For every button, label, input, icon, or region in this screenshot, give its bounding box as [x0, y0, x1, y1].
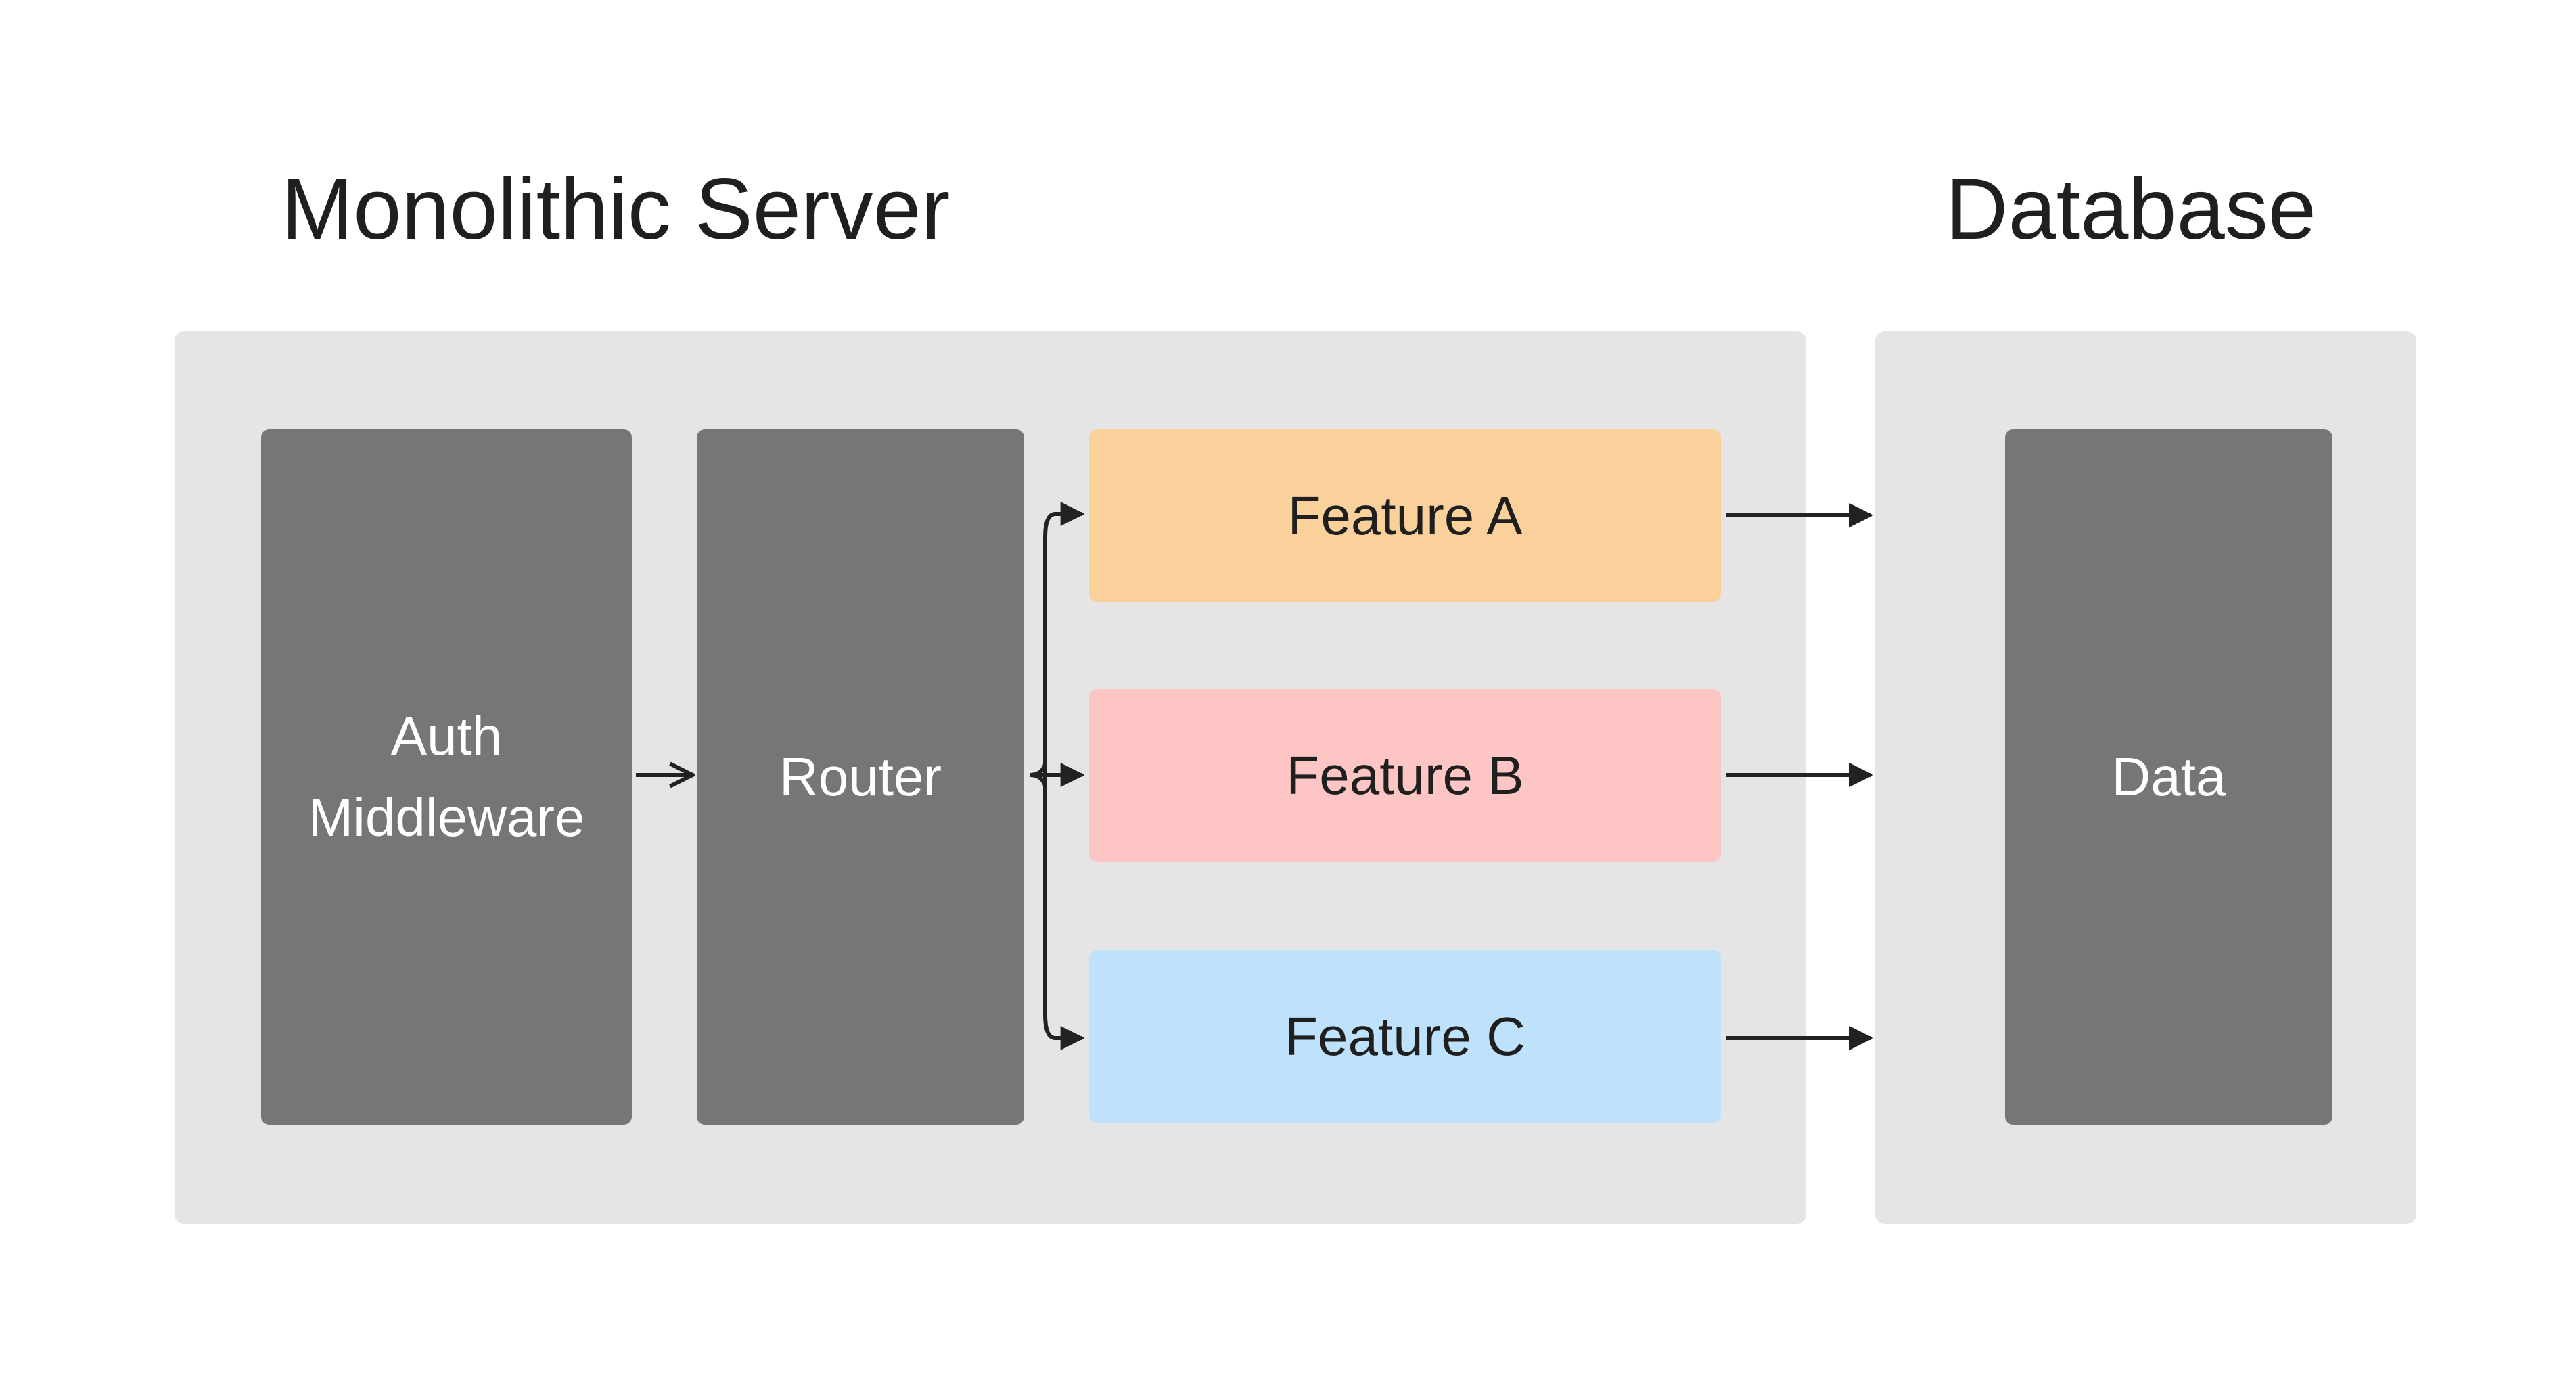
feature-b-label: Feature B [1286, 745, 1524, 805]
auth-middleware-block: Auth Middleware [261, 429, 632, 1125]
feature-c-label: Feature C [1285, 1006, 1525, 1066]
router-label: Router [779, 747, 942, 807]
router-block: Router [697, 429, 1024, 1125]
feature-b-block: Feature B [1089, 689, 1721, 862]
data-label: Data [2111, 747, 2226, 807]
database-title: Database [1946, 161, 2316, 258]
data-block: Data [2005, 429, 2332, 1125]
feature-c-block: Feature C [1089, 950, 1721, 1123]
feature-a-block: Feature A [1089, 429, 1721, 602]
auth-middleware-label: Auth Middleware [308, 706, 585, 847]
server-title: Monolithic Server [281, 161, 950, 258]
feature-a-label: Feature A [1287, 485, 1523, 546]
